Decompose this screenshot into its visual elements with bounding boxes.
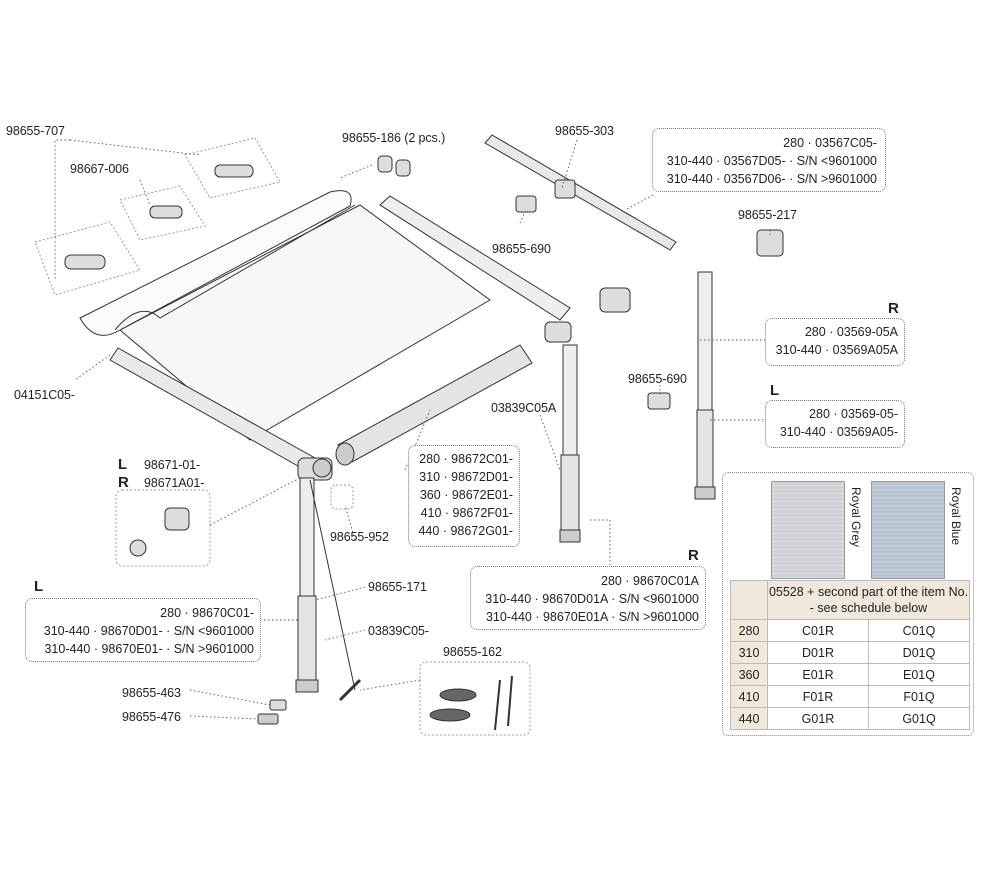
label-98655-171: 98655-171 (368, 580, 427, 594)
box-leg-l: 280 · 03569-05- 310-440 · 03569A05- (765, 400, 905, 448)
label-98655-217: 98655-217 (738, 208, 797, 222)
support-leg-far-right (694, 271, 716, 500)
label-03839C05A: 03839C05A (491, 401, 557, 415)
side-marker-l-leg: L (770, 382, 780, 399)
bracket-part-top (184, 137, 281, 199)
box-arm-top: 280 · 03567C05- 310-440 · 03567D05- · S/… (652, 128, 886, 192)
table-row: 440 G01R G01Q (730, 707, 970, 730)
box-arm-r: 280 · 98670C01A 310-440 · 98670D01A · S/… (470, 566, 706, 630)
swatch-label-grey: Royal Grey (849, 487, 863, 548)
bracket-part-006 (119, 185, 206, 241)
label-98655-690-mid: 98655-690 (628, 372, 687, 386)
corner-joint-left (297, 457, 333, 481)
swatch-royal-grey (771, 481, 845, 579)
roller-tube (335, 344, 533, 466)
box-arm-l: 280 · 98670C01- 310-440 · 98670D01- · S/… (25, 598, 261, 662)
support-leg-left (295, 477, 319, 693)
label-98655-707: 98655-707 (6, 124, 65, 138)
label-98671A01: 98671A01- (144, 476, 205, 490)
foot-476 (257, 713, 279, 725)
label-03839C05: 03839C05- (368, 624, 429, 638)
clip-690-top (515, 195, 537, 213)
side-marker-r-joint: R (118, 474, 129, 491)
box-roller-tube-lines: 280 · 98672C01- 310 · 98672D01- 360 · 98… (418, 452, 513, 538)
rear-bar (379, 195, 572, 343)
table-row: 410 F01R F01Q (730, 685, 970, 708)
cassette-housing (79, 190, 352, 336)
table-row: 310 D01R D01Q (730, 641, 970, 664)
label-98655-162: 98655-162 (443, 645, 502, 659)
hook-952 (330, 484, 354, 510)
table-row: 360 E01R E01Q (730, 663, 970, 686)
fabric-color-table: 05528 + second part of the item No. - se… (730, 580, 970, 730)
box-arm-l-lines: 280 · 98670C01- 310-440 · 98670D01- · S/… (43, 606, 254, 656)
tension-strap (309, 479, 356, 691)
swatch-royal-blue (871, 481, 945, 579)
label-04151C05: 04151C05- (14, 388, 75, 402)
label-98655-303: 98655-303 (555, 124, 614, 138)
box-roller-tube: 280 · 98672C01- 310 · 98672D01- 360 · 98… (408, 445, 520, 547)
label-98655-952: 98655-952 (330, 530, 389, 544)
label-98671-01: 98671-01- (144, 458, 201, 472)
bracket-part-707 (34, 221, 141, 296)
box-arm-top-lines: 280 · 03567C05- 310-440 · 03567D05- · S/… (666, 136, 877, 186)
table-row: 280 C01R C01Q (730, 619, 970, 642)
bracket-217 (756, 229, 784, 257)
box-arm-r-lines: 280 · 98670C01A 310-440 · 98670D01A · S/… (485, 574, 699, 624)
fabric-table-header-row: 05528 + second part of the item No. - se… (730, 580, 970, 620)
crank-joint (599, 287, 631, 313)
label-98655-690-top: 98655-690 (492, 242, 551, 256)
box-leg-r-lines: 280 · 03569-05A 310-440 · 03569A05A (775, 325, 898, 357)
label-98655-476: 98655-476 (122, 710, 181, 724)
side-marker-r-arm: R (688, 547, 699, 564)
joint-kit-98671 (115, 489, 211, 567)
arm-top (484, 134, 677, 251)
clip-690-mid (647, 392, 671, 410)
foot-463 (269, 699, 287, 711)
label-98655-186: 98655-186 (2 pcs.) (342, 131, 446, 145)
strap-kit-162 (419, 661, 531, 736)
support-leg-right (559, 344, 581, 543)
side-marker-l-arm: L (34, 578, 44, 595)
side-marker-l-joint: L (118, 456, 128, 473)
fabric-table-header: 05528 + second part of the item No. - se… (767, 580, 970, 620)
label-98655-463: 98655-463 (122, 686, 181, 700)
box-leg-l-lines: 280 · 03569-05- 310-440 · 03569A05- (779, 407, 898, 439)
side-marker-r-leg: R (888, 300, 899, 317)
box-leg-r: 280 · 03569-05A 310-440 · 03569A05A (765, 318, 905, 366)
label-98667-006: 98667-006 (70, 162, 129, 176)
end-caps-186 (377, 155, 411, 177)
swatch-label-blue: Royal Blue (949, 487, 963, 546)
